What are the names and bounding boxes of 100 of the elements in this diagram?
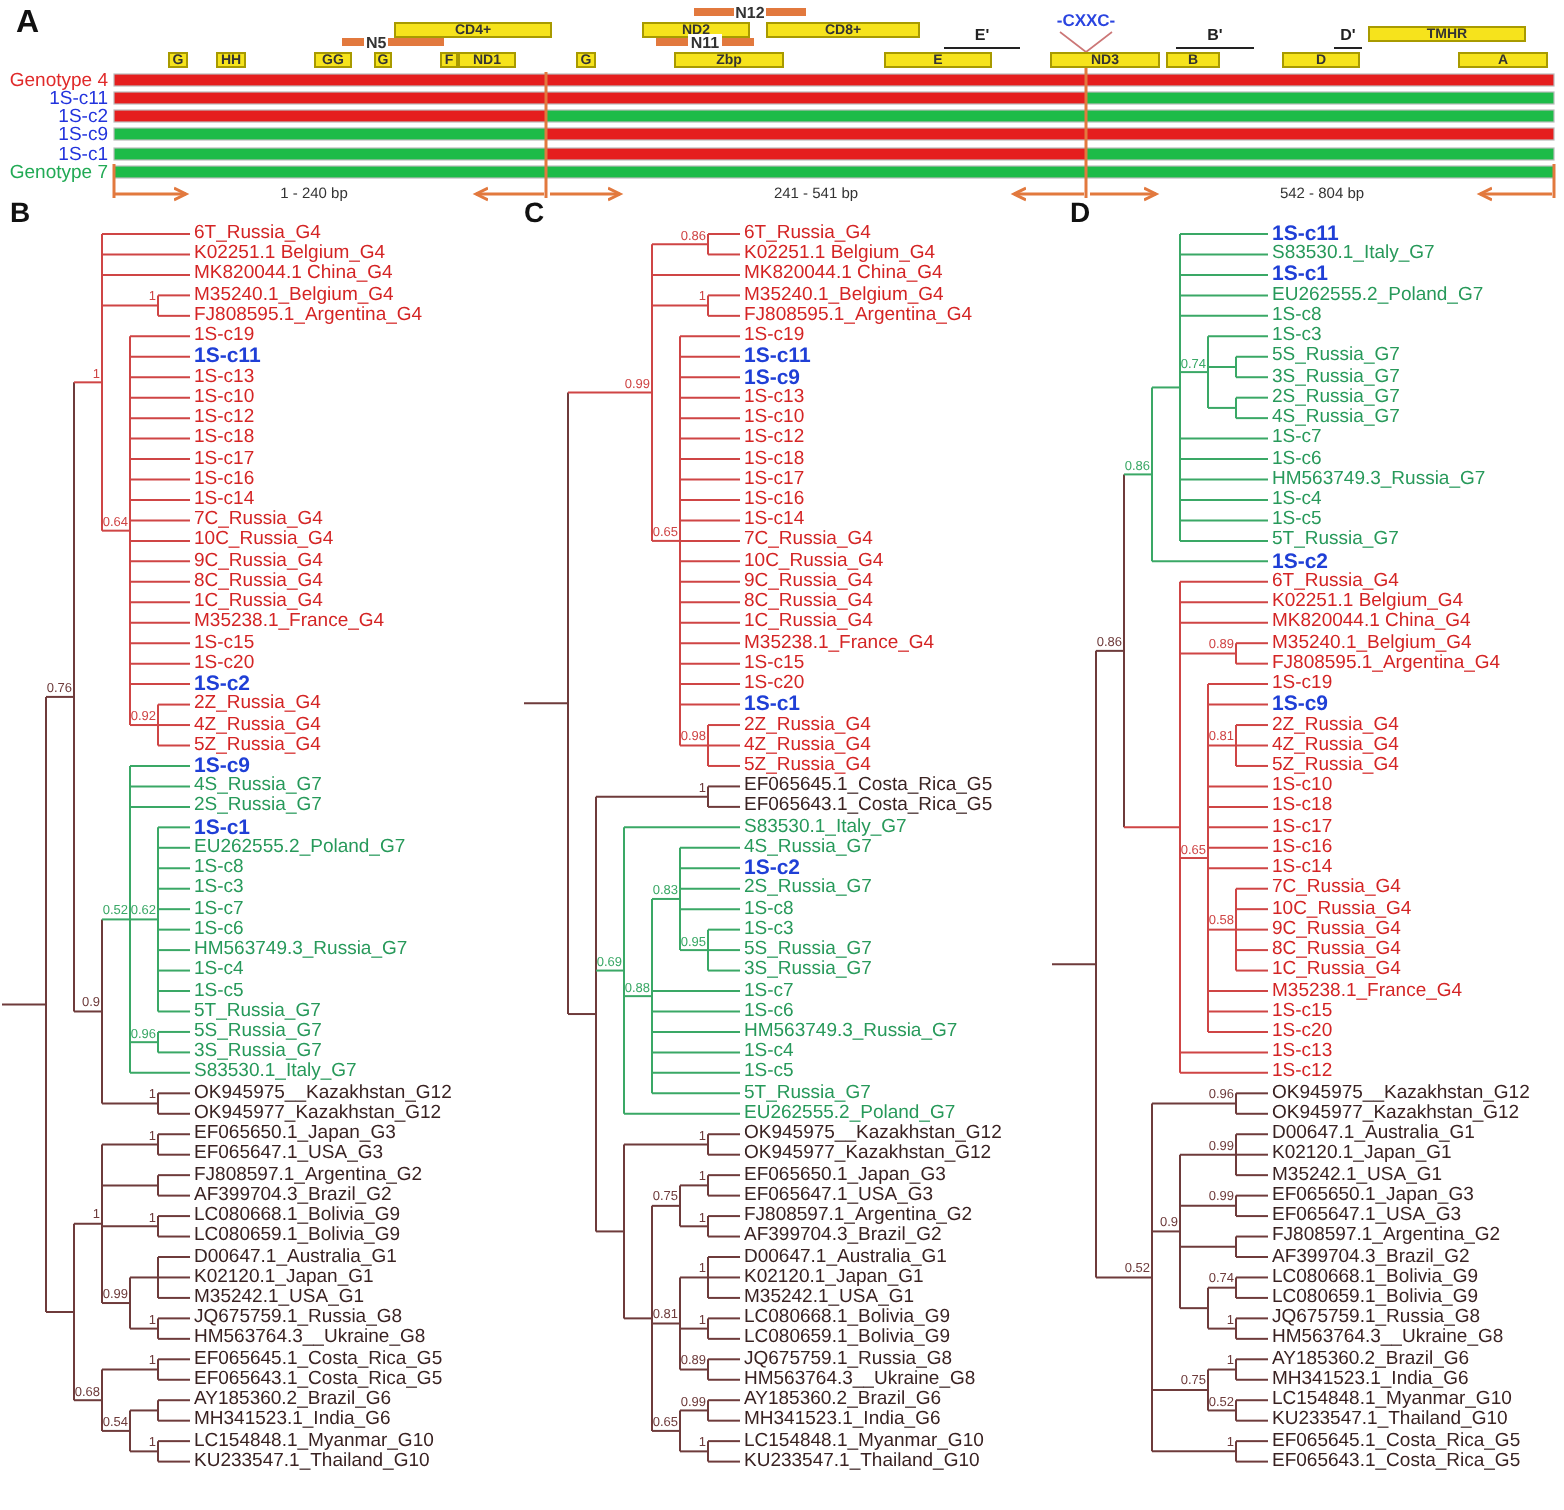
taxon-label: 1S-c19 [194, 326, 255, 347]
taxon-label: 5T_Russia_G7 [194, 1001, 321, 1022]
taxon-label: 1S-c9 [194, 755, 251, 776]
taxon-label: 2S_Russia_G7 [744, 878, 872, 899]
taxon-label: 8C_Russia_G4 [744, 592, 873, 613]
taxon-label: M35242.1_USA_G1 [1272, 1165, 1443, 1186]
taxon-label: 1S-c12 [744, 428, 805, 449]
taxon-label: 1S-c9 [1272, 694, 1329, 715]
genotype-label: Genotype 4 [7, 71, 108, 89]
taxon-label: EF065645.1_Costa_Rica_G5 [744, 776, 993, 797]
taxon-label: HM563749.3_Russia_G7 [194, 940, 408, 961]
taxon-label: MK820044.1 China_G4 [194, 264, 393, 285]
taxon-label: M35238.1_France_G4 [1272, 981, 1463, 1001]
genotype-label: 1S-c2 [56, 107, 108, 125]
taxon-label: EF065645.1_Costa_Rica_G5 [194, 1349, 443, 1370]
epitope-label: N11 [688, 33, 722, 51]
taxon-label: 5T_Russia_G7 [744, 1083, 871, 1104]
genotype-label: Genotype 7 [7, 163, 108, 181]
taxon-label: M35242.1_USA_G1 [194, 1287, 365, 1308]
taxon-label: 9C_Russia_G4 [1272, 919, 1401, 940]
taxon-label: 7C_Russia_G4 [744, 530, 873, 551]
taxon-label: FJ808595.1_Argentina_G4 [744, 305, 973, 326]
taxon-label: 1S-c5 [194, 981, 244, 1001]
taxon-label: 5S_Russia_G7 [1272, 346, 1400, 367]
taxon-label: 1S-c2 [194, 674, 251, 695]
taxon-label: 8C_Russia_G4 [1272, 940, 1401, 961]
taxon-label: 4Z_Russia_G4 [194, 715, 321, 736]
taxon-label: AY185360.2_Brazil_G6 [194, 1390, 392, 1411]
taxon-label: EU262555.2_Poland_G7 [744, 1103, 956, 1124]
taxon-label: 1S-c4 [194, 960, 244, 981]
taxon-label: 1S-c5 [1272, 510, 1322, 531]
taxon-label: 1S-c14 [194, 489, 255, 510]
taxon-label: 1S-c18 [744, 449, 805, 470]
taxon-label: 3S_Russia_G7 [744, 960, 872, 981]
taxon-label: HM563749.3_Russia_G7 [1272, 469, 1486, 490]
taxon-label: EF065650.1_Japan_G3 [744, 1165, 946, 1186]
taxon-label: 2Z_Russia_G4 [744, 715, 871, 736]
taxon-label: JQ675759.1_Russia_G8 [194, 1308, 403, 1329]
taxon-label: K02251.1 Belgium_G4 [1272, 592, 1464, 613]
taxon-label: K02120.1_Japan_G1 [194, 1267, 374, 1288]
taxon-label: 4S_Russia_G7 [744, 837, 872, 858]
taxon-label: EF065643.1_Costa_Rica_G5 [744, 796, 993, 817]
taxon-label: AY185360.2_Brazil_G6 [1272, 1349, 1470, 1370]
taxon-label: 1S-c13 [744, 387, 805, 408]
taxon-label: K02251.1 Belgium_G4 [744, 244, 936, 265]
taxon-label: 1C_Russia_G4 [1272, 960, 1401, 981]
epitope-label: N12 [733, 3, 767, 21]
panel-label: D [1070, 200, 1091, 226]
taxon-label: OK945975__Kazakhstan_G12 [744, 1124, 1002, 1145]
taxon-label: FJ808597.1_Argentina_G2 [194, 1165, 423, 1186]
taxon-label: 1S-c20 [194, 653, 255, 674]
taxon-label: 4Z_Russia_G4 [744, 735, 871, 756]
taxon-label: LC080659.1_Bolivia_G9 [1272, 1287, 1478, 1308]
epitope-bar [656, 32, 754, 52]
taxon-label: 1S-c4 [744, 1042, 794, 1063]
region-label: B' [1205, 28, 1225, 44]
region-label: D' [1338, 28, 1358, 44]
taxon-label: K02120.1_Japan_G1 [1272, 1144, 1452, 1165]
taxon-label: HM563764.3__Ukraine_G8 [744, 1369, 976, 1390]
panel-label: A [16, 6, 40, 42]
taxon-label: LC154848.1_Myanmar_G10 [744, 1431, 984, 1452]
taxon-label: FJ808595.1_Argentina_G4 [194, 305, 423, 326]
taxon-label: 1S-c2 [1272, 551, 1329, 572]
taxon-label: LC080668.1_Bolivia_G9 [194, 1206, 400, 1227]
taxon-label: 3S_Russia_G7 [1272, 367, 1400, 388]
taxon-label: OK945977_Kazakhstan_G12 [194, 1103, 442, 1124]
taxon-label: S83530.1_Italy_G7 [194, 1062, 357, 1083]
taxon-label: 1S-c8 [1272, 305, 1322, 326]
taxon-label: KU233547.1_Thailand_G10 [744, 1451, 980, 1472]
taxon-label: OK945977_Kazakhstan_G12 [744, 1144, 992, 1165]
taxon-label: MH341523.1_India_G6 [744, 1410, 941, 1431]
taxon-label: 1S-c15 [194, 633, 255, 654]
taxon-label: 5S_Russia_G7 [194, 1021, 322, 1042]
taxon-label: EU262555.2_Poland_G7 [1272, 285, 1484, 306]
taxon-label: 10C_Russia_G4 [194, 530, 334, 551]
motif-label: -CXXC- [1054, 12, 1118, 32]
taxon-label: EF065643.1_Costa_Rica_G5 [194, 1369, 443, 1390]
taxon-label: HM563764.3__Ukraine_G8 [1272, 1328, 1504, 1349]
taxon-label: 4S_Russia_G7 [1272, 408, 1400, 429]
taxon-label: M35238.1_France_G4 [194, 612, 385, 633]
taxon-label: S83530.1_Italy_G7 [744, 817, 907, 838]
epitope-label: N5 [364, 33, 389, 51]
taxon-label: EF065647.1_USA_G3 [744, 1185, 934, 1206]
taxon-label: 1S-c8 [744, 899, 794, 920]
taxon-label: 1S-c10 [1272, 776, 1333, 797]
taxon-label: 7C_Russia_G4 [1272, 878, 1401, 899]
taxon-label: MK820044.1 China_G4 [1272, 612, 1471, 633]
taxon-label: KU233547.1_Thailand_G10 [1272, 1410, 1508, 1431]
taxon-label: JQ675759.1_Russia_G8 [744, 1349, 953, 1370]
taxon-label: 1S-c18 [1272, 796, 1333, 817]
taxon-label: 1S-c17 [744, 469, 805, 490]
taxon-label: K02251.1 Belgium_G4 [194, 244, 386, 265]
taxon-label: 1S-c12 [1272, 1062, 1333, 1083]
panel-label: C [524, 200, 545, 226]
taxon-label: 1S-c19 [744, 326, 805, 347]
taxon-label: 1S-c8 [194, 858, 244, 879]
taxon-label: FJ808597.1_Argentina_G2 [744, 1206, 973, 1227]
taxon-label: D00647.1_Australia_G1 [194, 1247, 397, 1267]
taxon-label: M35238.1_France_G4 [744, 633, 935, 654]
taxon-label: 1S-c11 [1272, 224, 1339, 244]
